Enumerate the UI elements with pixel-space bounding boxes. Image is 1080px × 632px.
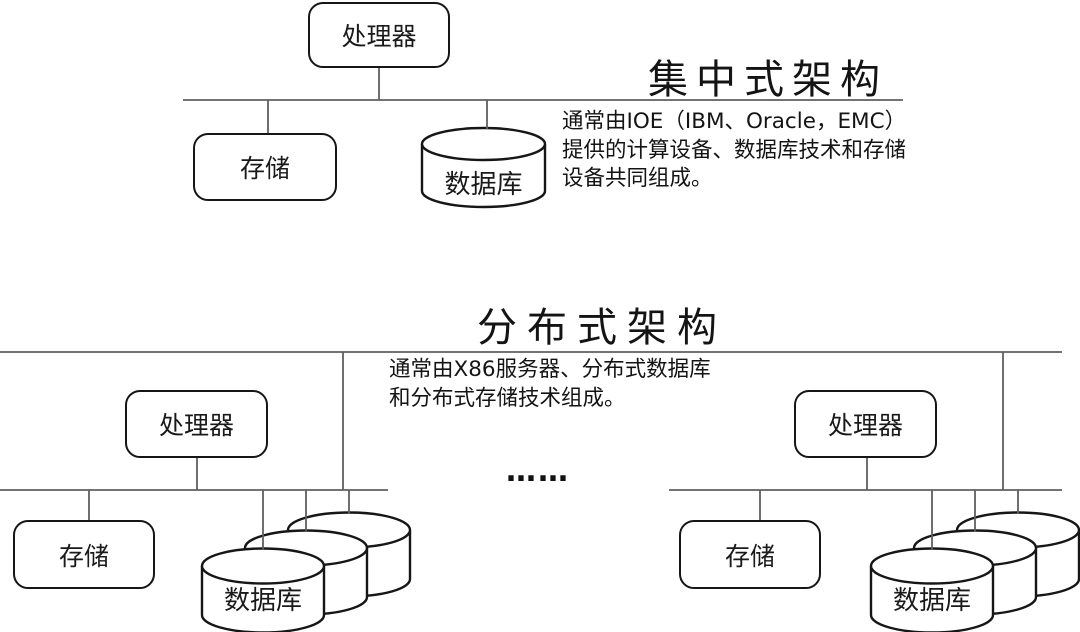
distributed-section-title: 分布式架构	[477, 305, 727, 351]
description-line: 和分布式存储技术组成。	[389, 385, 626, 411]
right-cluster-storage-node: 存储	[679, 520, 821, 589]
right-database-cylinder-stack	[869, 511, 1080, 632]
cylinder-top	[200, 547, 326, 585]
clusters-ellipsis: ……	[506, 454, 570, 489]
description-line: 通常由IOE（IBM、Oracle，EMC）	[562, 109, 907, 134]
cylinder-body	[420, 144, 547, 209]
node-label: 数据库	[444, 169, 523, 200]
description-line: 设备共同组成。	[562, 166, 713, 191]
centralized-storage-node: 存储	[193, 133, 337, 201]
left-cluster-storage-node: 存储	[13, 520, 155, 589]
right-cluster-database-label: 数据库	[872, 583, 992, 616]
left-cluster-database-label: 数据库	[203, 583, 323, 616]
centralized-database-cylinder	[420, 126, 547, 209]
node-label: 处理器	[827, 411, 903, 440]
node-label: 处理器	[158, 411, 234, 440]
description-line: 通常由X86服务器、分布式数据库	[389, 357, 711, 382]
node-label: 存储	[724, 541, 775, 571]
cylinder-body	[200, 566, 326, 632]
distributed-connectors	[0, 351, 1062, 550]
right-cluster-processor-node: 处理器	[794, 390, 937, 458]
centralized-database-label: 数据库	[423, 167, 544, 200]
left-cluster-processor-node: 处理器	[125, 390, 268, 458]
cylinder-body	[869, 566, 995, 632]
node-label: 数据库	[892, 585, 971, 616]
cylinder-top	[869, 547, 995, 585]
node-label: 数据库	[223, 585, 302, 616]
node-label: 存储	[58, 541, 109, 571]
centralized-section-title: 集中式架构	[648, 57, 888, 103]
node-label: 存储	[239, 154, 290, 183]
centralized-processor-node: 处理器	[308, 2, 450, 68]
node-label: 处理器	[341, 22, 417, 51]
description-line: 提供的计算设备、数据库技术和存储	[562, 137, 907, 163]
cylinder-top	[420, 126, 547, 162]
centralized-connectors	[183, 68, 903, 133]
left-database-cylinder-stack	[200, 511, 412, 632]
distributed-description: 通常由X86服务器、分布式数据库 和分布式存储技术组成。	[389, 356, 711, 413]
centralized-description: 通常由IOE（IBM、Oracle，EMC） 提供的计算设备、数据库技术和存储 …	[562, 108, 906, 194]
